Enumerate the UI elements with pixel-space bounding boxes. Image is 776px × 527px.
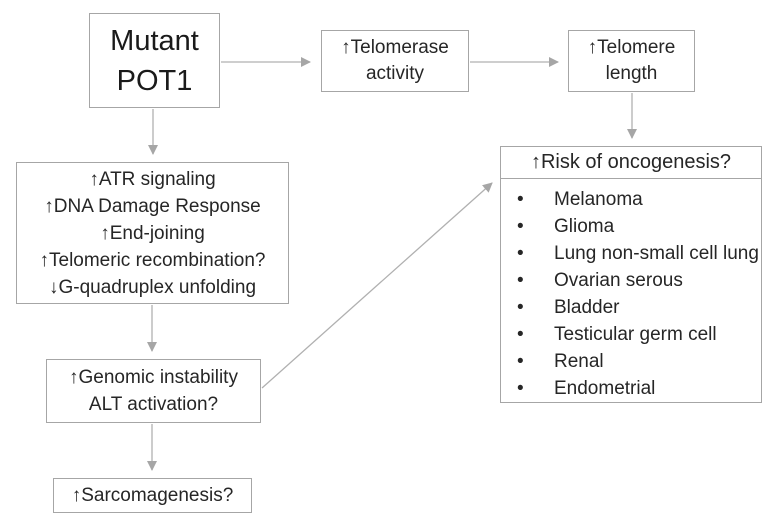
node-label: ↑Telomerase <box>341 37 449 58</box>
node-telomere-length: ↑Telomere length <box>568 30 695 92</box>
node-sarcomagenesis: ↑Sarcomagenesis? <box>53 478 252 513</box>
list-item: Melanoma <box>501 186 761 213</box>
node-label: ↑End-joining <box>100 222 205 244</box>
list-item: Renal <box>501 348 761 375</box>
node-risk-of-oncogenesis: ↑Risk of oncogenesis? Melanoma Glioma Lu… <box>500 146 762 403</box>
node-label: ↑Genomic instability <box>69 367 238 388</box>
list-item: Ovarian serous <box>501 267 761 294</box>
node-label: ↑Sarcomagenesis? <box>71 484 234 506</box>
arrow-genomic-to-risk <box>261 182 493 389</box>
risk-cancer-list: Melanoma Glioma Lung non-small cell lung… <box>501 179 761 402</box>
node-label: Mutant <box>110 24 199 57</box>
node-genomic-instability: ↑Genomic instability ALT activation? <box>46 359 261 423</box>
list-item: Testicular germ cell <box>501 321 761 348</box>
node-label: ↑ATR signaling <box>89 168 216 190</box>
list-item: Endometrial <box>501 375 761 402</box>
node-label: length <box>605 63 658 84</box>
node-label: POT1 <box>116 64 193 97</box>
node-label: ↑Telomeric recombination? <box>39 249 266 271</box>
node-label: activity <box>365 63 425 84</box>
node-label: ↑Telomere <box>587 37 676 58</box>
node-label: ALT activation? <box>88 394 219 415</box>
list-item: Glioma <box>501 213 761 240</box>
list-item: Lung non-small cell lung <box>501 240 761 267</box>
node-label: ↑DNA Damage Response <box>44 195 261 217</box>
node-label: ↓G-quadruplex unfolding <box>48 276 257 298</box>
node-atr-signaling-effects: ↑ATR signaling ↑DNA Damage Response ↑End… <box>16 162 289 304</box>
risk-header: ↑Risk of oncogenesis? <box>501 147 761 179</box>
node-telomerase-activity: ↑Telomerase activity <box>321 30 469 92</box>
list-item: Bladder <box>501 294 761 321</box>
node-mutant-pot1: Mutant POT1 <box>89 13 220 108</box>
